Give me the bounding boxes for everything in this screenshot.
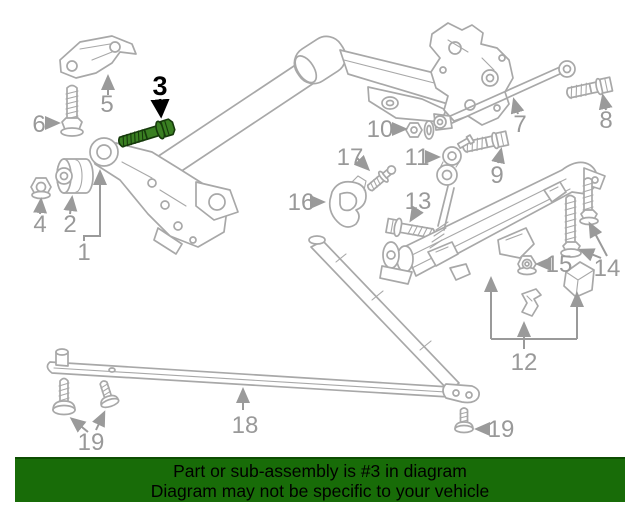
part-label-4: 4 (33, 211, 46, 238)
part-13-bolt (385, 217, 436, 239)
part-label-5: 5 (100, 91, 113, 118)
part-14-bolts (560, 177, 599, 258)
part-2-bushing (55, 158, 94, 194)
callout-leaders (33, 74, 613, 436)
part-label-13: 13 (405, 188, 432, 215)
part-19-screws (52, 377, 474, 434)
part-17-screw (366, 165, 397, 192)
part-15-nut (517, 255, 537, 276)
part-label-17: 17 (337, 144, 364, 171)
note-banner: Part or sub-assembly is #3 in diagram Di… (15, 457, 625, 502)
rear-crossmember (379, 161, 606, 285)
part-3-bolt-highlighted (118, 118, 176, 148)
part-label-10: 10 (367, 116, 394, 143)
part-label-15: 15 (546, 251, 573, 278)
part-label-8: 8 (599, 107, 612, 134)
banner-line-2: Diagram may not be specific to your vehi… (150, 480, 490, 501)
part-label-14: 14 (594, 255, 621, 282)
part-10-nut (405, 120, 435, 140)
axle-beam (146, 35, 456, 185)
part-11-stabilizer-link (436, 134, 475, 186)
parts-diagram-image: 1 2 3 4 5 6 7 8 9 10 11 12 13 14 15 16 1… (30, 22, 620, 456)
part-1-trailing-arm (89, 137, 239, 255)
part-16-bracket (328, 175, 367, 228)
callout-labels: 1 2 3 4 5 6 7 8 9 10 11 12 13 14 15 16 1… (32, 71, 620, 456)
part-label-6: 6 (32, 111, 45, 138)
part-label-3-highlighted: 3 (152, 71, 167, 101)
part-label-12: 12 (511, 349, 538, 376)
part-7-track-rod (433, 60, 576, 131)
part-12-clips (521, 261, 595, 317)
part-18-brace-bar (46, 235, 480, 404)
part-label-9: 9 (490, 162, 503, 189)
banner-line-1: Part or sub-assembly is #3 in diagram (173, 460, 467, 481)
knuckle-plate (429, 22, 514, 126)
part-label-16: 16 (288, 189, 315, 216)
part-label-18: 18 (232, 412, 259, 439)
part-label-1: 1 (77, 239, 90, 266)
part-4-nut (30, 177, 52, 200)
part-label-7: 7 (513, 111, 526, 138)
part-5-bracket (59, 35, 137, 79)
part-label-19-left: 19 (78, 429, 105, 456)
part-label-19-right: 19 (488, 416, 515, 443)
part-6-bolt (60, 84, 84, 137)
part-label-11: 11 (405, 144, 430, 171)
part-label-2: 2 (63, 211, 76, 238)
part-8-bolt (566, 76, 614, 100)
